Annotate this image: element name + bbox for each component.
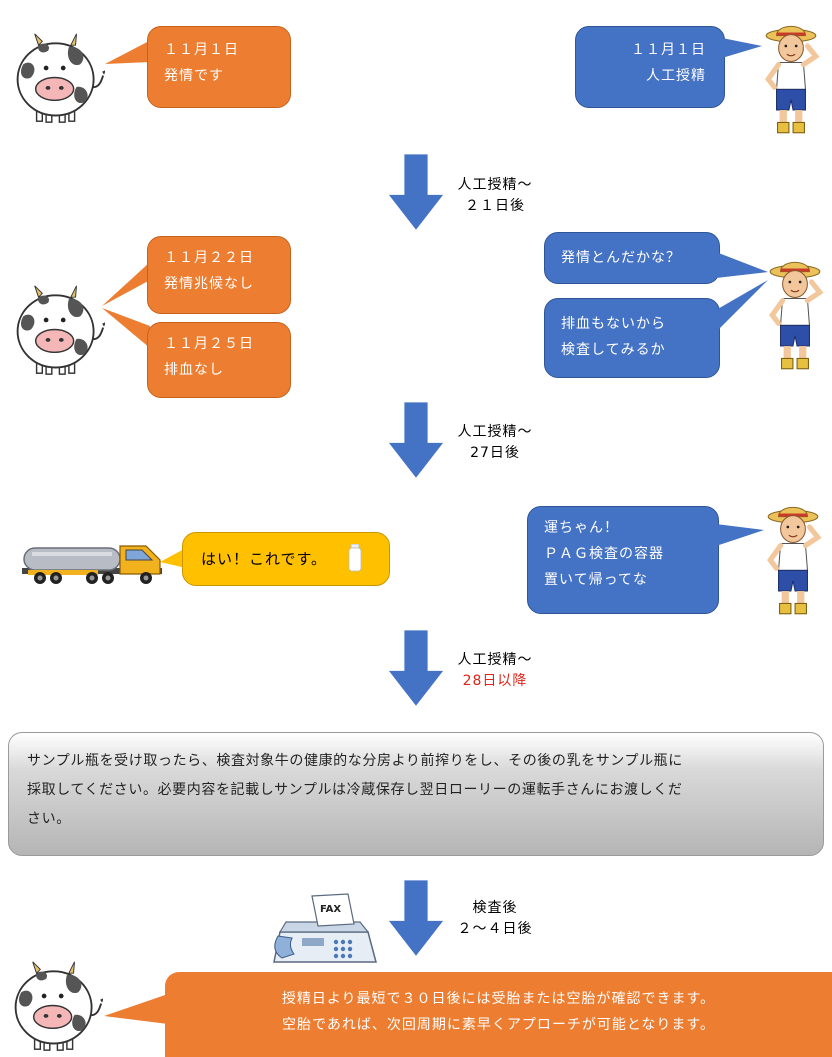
farmer-bubble-tail [716,252,768,332]
bubble-text: 発情です [164,68,224,84]
cow-bubble-nov22: １１月２２日 発情兆候なし [147,236,291,314]
instruction-line: 採取してください。必要内容を記載しサンプルは冷蔵保存し翌日ローリーの運転手さんに… [27,782,683,798]
fax-label: FAX [320,904,341,915]
bubble-text: ＰＡＧ検査の容器 [544,546,664,562]
cow-bubble-tail [105,40,151,64]
arrow-label: 検査後 ２～４日後 [447,898,543,940]
farmer-icon [764,250,826,378]
arrow-label-line2: ２１日後 [465,198,525,214]
farmer-bubble-tail [716,524,764,546]
bubble-text: 発情とんだかな？ [561,250,681,266]
final-line: 空胎であれば、次回周期に素早くアプローチが可能となります。 [281,1017,716,1033]
arrow-label-line2: ２～４日後 [457,921,533,937]
arrow-label: 人工授精～ ２１日後 [447,175,543,217]
arrow-label-line2: 27日後 [470,445,520,461]
bubble-text: 運ちゃん！ [544,520,619,536]
arrow-label-line1: 検査後 [472,900,518,916]
bubble-text: 排血もないから [561,316,666,332]
down-arrow-icon [387,876,445,962]
bubble-date: １１月１日 [164,42,239,58]
truck-bubble-tail [160,548,186,568]
down-arrow-icon [387,152,445,234]
cow-icon [8,958,103,1053]
arrow-label: 人工授精～ 27日後 [447,422,543,464]
cow-icon [10,30,105,125]
instruction-line: さい。 [27,811,71,827]
bubble-date: １１月２２日 [164,250,254,266]
arrow-label-line1: 人工授精～ [457,424,533,440]
final-line: 授精日より最短で３０日後には受胎または空胎が確認できます。 [281,991,716,1007]
farmer-icon [760,14,822,142]
cow-bubble-tail [102,262,150,348]
farmer-bubble-container: 運ちゃん！ ＰＡＧ検査の容器 置いて帰ってな [527,506,719,614]
sampling-instruction-box: サンプル瓶を受け取ったら、検査対象牛の健康的な分房より前搾りをし、その後の乳をサ… [8,732,824,856]
final-result-bubble: 授精日より最短で３０日後には受胎または空胎が確認できます。 空胎であれば、次回周… [165,972,832,1057]
tanker-truck-icon [22,545,162,584]
bubble-text: 発情兆候なし [164,276,254,292]
arrow-label-line1: 人工授精～ [457,652,533,668]
bubble-text: 検査してみるか [561,342,666,358]
bubble-date: １１月２５日 [164,336,254,352]
instruction-line: サンプル瓶を受け取ったら、検査対象牛の健康的な分房より前搾りをし、その後の乳をサ… [27,753,683,769]
farmer-bubble-tail [722,38,762,58]
farmer-bubble-estrus: 発情とんだかな？ [544,232,720,284]
farmer-bubble-check: 排血もないから 検査してみるか [544,298,720,378]
arrow-label-line1: 人工授精～ [457,177,533,193]
cow-bubble-nov25: １１月２５日 排血なし [147,322,291,398]
bubble-text: 人工授精 [646,68,706,84]
cow-icon [10,282,105,377]
down-arrow-icon [387,628,445,710]
bubble-text: はい！これです。 [201,550,328,568]
arrow-label: 人工授精～ 28日以降 [447,650,543,692]
bubble-text: 排血なし [164,362,224,378]
down-arrow-icon [387,400,445,482]
final-bubble-tail [104,994,168,1024]
fax-machine-icon: FAX [273,893,377,963]
bubble-text: 置いて帰ってな [544,572,648,588]
arrow-label-line2: 28日以降 [462,673,528,689]
cow-bubble-nov1: １１月１日 発情です [147,26,291,108]
farmer-icon [762,494,824,624]
bubble-date: １１月１日 [631,42,706,58]
farmer-bubble-nov1: １１月１日 人工授精 [575,26,725,108]
sample-bottle-icon [348,544,362,572]
